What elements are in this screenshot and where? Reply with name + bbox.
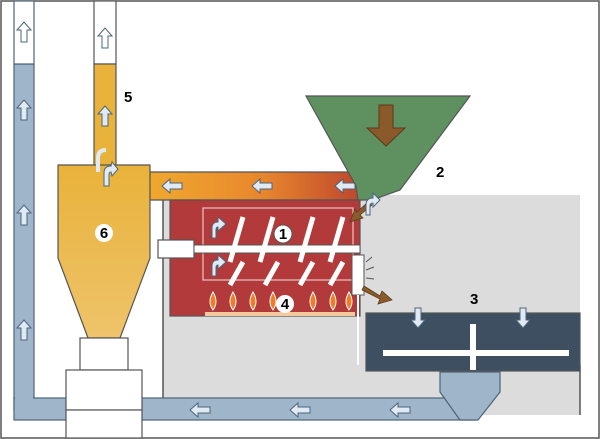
label-4-circle <box>276 295 294 313</box>
mixer <box>365 307 581 372</box>
label-5: 5 <box>124 89 132 106</box>
arrow-icon <box>361 285 393 305</box>
labels: 1 2 3 4 5 6 <box>95 89 478 313</box>
exhaust-stack <box>93 0 117 175</box>
label-1-circle <box>273 224 293 244</box>
swirl-arrow-icon <box>103 160 119 187</box>
label-6: 6 <box>100 225 108 242</box>
reactor <box>157 191 393 365</box>
flames <box>205 291 355 316</box>
screw-flights <box>227 216 346 287</box>
recirculate-arrow-icon <box>211 253 227 277</box>
down-arrow-icon <box>365 104 407 147</box>
label-3: 3 <box>470 291 478 308</box>
flame-icon <box>209 291 353 311</box>
label-1: 1 <box>279 226 287 243</box>
recirculate-arrow-icon <box>211 215 227 239</box>
label-2: 2 <box>436 164 444 181</box>
label-4: 4 <box>281 296 290 313</box>
cyclone <box>57 148 151 439</box>
arrow-icon <box>365 191 381 216</box>
hopper <box>304 95 472 201</box>
label-6-circle <box>95 224 113 242</box>
